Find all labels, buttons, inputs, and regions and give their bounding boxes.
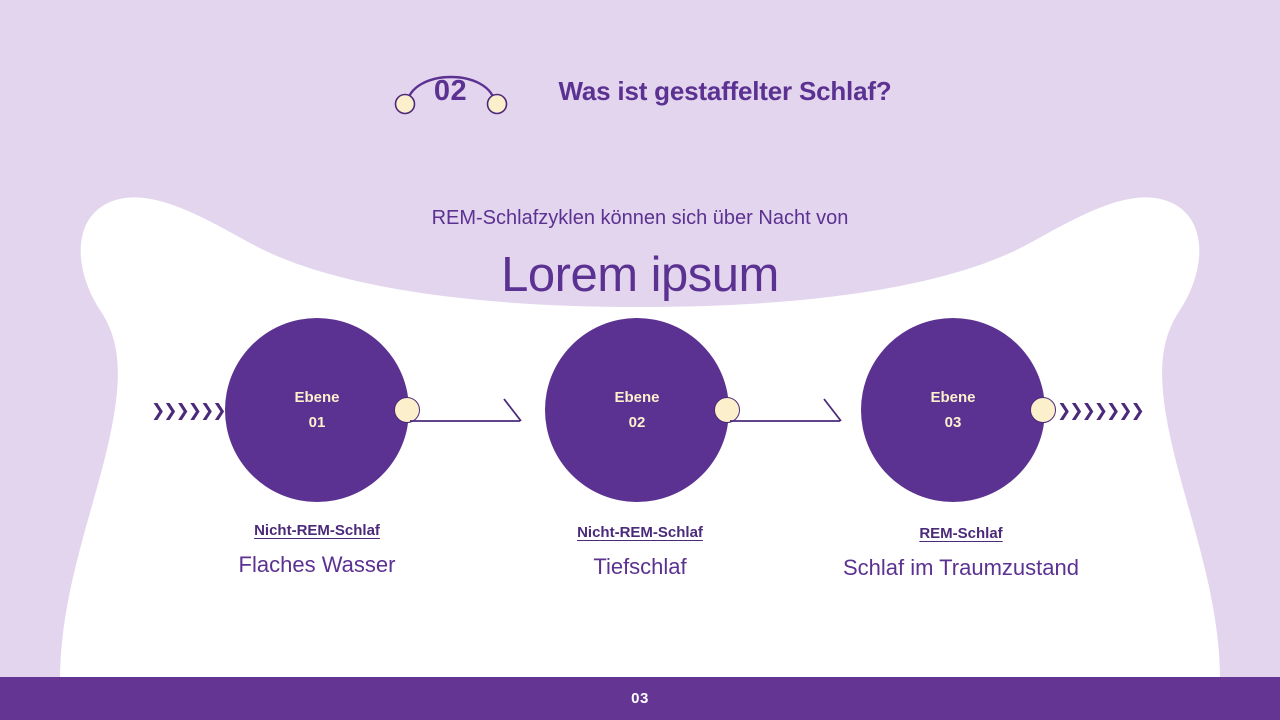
stage-1-circle-number: 01 (308, 414, 326, 431)
stage-3-circle-label: Ebene (930, 389, 976, 406)
stage-1-connector-dot (394, 397, 420, 423)
stage-2-connector-dot (714, 397, 740, 423)
stage-2-circle-number: 02 (628, 414, 646, 431)
connector-arrow-1 (410, 398, 522, 422)
page-title: Was ist gestaffelter Schlaf? (558, 75, 892, 106)
stage-1-link[interactable]: Nicht-REM-Schlaf (254, 522, 380, 539)
stage-2-description: Tiefschlaf (593, 554, 687, 579)
intro-title: Lorem ipsum (501, 248, 779, 302)
stage-2-circle[interactable]: Ebene 02 (545, 318, 729, 502)
stage-1-caption: Nicht-REM-Schlaf Flaches Wasser (157, 522, 477, 579)
slide-footer: 03 (0, 677, 1280, 720)
right-chevrons-icon: ❯❯❯❯❯❯❯ (1057, 401, 1145, 421)
stage-3-caption: REM-Schlaf Schlaf im Traumzustand (801, 525, 1121, 582)
stage-2-circle-label: Ebene (614, 389, 660, 406)
arc-with-endpoints-icon (394, 75, 507, 115)
section-number-text: 02 (433, 74, 468, 107)
stage-3-link[interactable]: REM-Schlaf (919, 525, 1003, 542)
stage-3-connector-dot (1030, 397, 1056, 423)
stage-1-circle[interactable]: Ebene 01 (225, 318, 409, 502)
slide-header: 02 Was ist gestaffelter Schlaf? (0, 56, 1280, 126)
left-chevrons-icon: ❯❯❯❯❯❯❯ (151, 401, 239, 421)
stage-3-circle-number: 03 (944, 414, 962, 431)
stage-1-circle-label: Ebene (294, 389, 340, 406)
intro-subtitle: REM-Schlafzyklen können sich über Nacht … (431, 207, 849, 229)
stage-2-link[interactable]: Nicht-REM-Schlaf (577, 524, 703, 541)
stage-3-description: Schlaf im Traumzustand (843, 555, 1079, 580)
stage-3-circle[interactable]: Ebene 03 (861, 318, 1045, 502)
intro-block: REM-Schlafzyklen können sich über Nacht … (0, 203, 1280, 303)
stage-2-caption: Nicht-REM-Schlaf Tiefschlaf (480, 524, 800, 581)
section-number-badge: 02 (389, 60, 513, 122)
sleep-stages-diagram: ❯❯❯❯❯❯❯ Ebene 01 Nicht-REM-Schlaf Flache… (0, 318, 1280, 598)
connector-arrow-2 (730, 398, 842, 422)
page-number: 03 (631, 690, 649, 707)
stage-1-description: Flaches Wasser (238, 552, 396, 577)
